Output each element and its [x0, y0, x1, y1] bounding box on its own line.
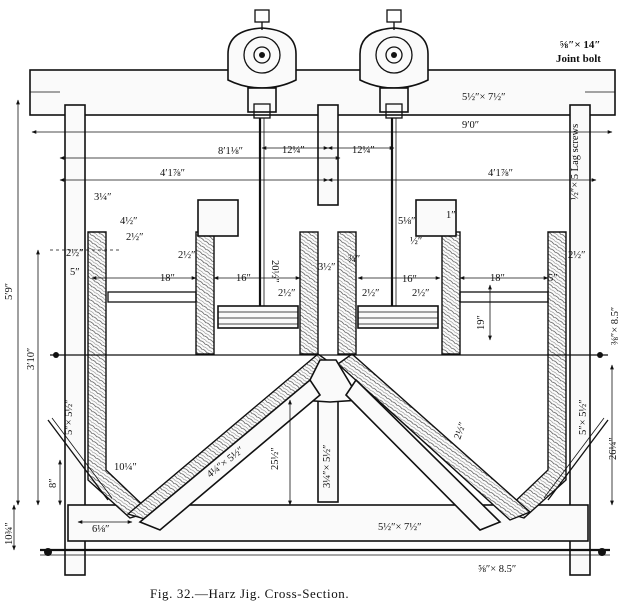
posts [64, 104, 591, 576]
thick-right-a: 2½″ [362, 288, 380, 299]
lag-screws: ½″× 5 Lag screws [570, 124, 581, 200]
overall-width: 9′0″ [462, 120, 479, 131]
right-5: 5″ [548, 273, 558, 284]
height-overall: 5′9″ [4, 283, 15, 300]
joint-bolt-size: ⅝″× 14″ [560, 39, 600, 51]
dim-2-right: 2½″ [452, 421, 468, 441]
dimension-lines [12, 99, 614, 551]
plunger-rod-left: 20½″ [269, 260, 280, 283]
jig-tanks [87, 231, 567, 531]
top-beam-size: 5½″× 7½″ [462, 92, 506, 103]
plunger-rod-right: 16″ [402, 274, 417, 285]
small-2: 2½″ [126, 232, 144, 243]
bottom-beam-size: 5½″× 7½″ [378, 522, 422, 533]
plunger-rods [258, 118, 397, 318]
post-left-size: 5″× 5½″ [64, 399, 75, 435]
post-right-size: 5″× 5½″ [578, 399, 589, 435]
dim-10b: 10¼″ [114, 462, 137, 473]
eccentric-left [227, 9, 297, 119]
dim-26: 26¼″ [608, 437, 619, 460]
right-5-1: 5⅛″ [398, 216, 416, 227]
hutch-left: 16″ [236, 273, 251, 284]
small-4: 4½″ [120, 216, 138, 227]
dim-8: 8″ [48, 478, 59, 488]
bolt-right: ⅜″× 8.5″ [610, 307, 621, 345]
post-3-1: 3¼″ [94, 192, 112, 203]
dim-12-left: 12¼″ [282, 145, 305, 156]
right-2: 2½″ [568, 250, 586, 261]
sieve-left: 18″ [160, 273, 175, 284]
thick-left: 2½″ [278, 288, 296, 299]
sieve-right: 18″ [490, 273, 505, 284]
dim-4-1-left: 4′1⅞″ [160, 168, 185, 179]
bottom-bolt-size: ⅝″× 8.5″ [478, 564, 516, 575]
sieves [107, 199, 549, 329]
brace-center-size: 3¼″× 5½″ [322, 444, 333, 488]
right-1: 1″ [446, 210, 456, 221]
dimension-labels: ⅝″× 14″ Joint bolt 5½″× 7½″ 9′0″ 12¼″ 12… [4, 39, 621, 575]
joint-bolt-label: Joint bolt [556, 53, 601, 65]
tie-rod [50, 352, 608, 358]
dim-4-1-right: 4′1⅞″ [488, 168, 513, 179]
thick-right-b: 2½″ [412, 288, 430, 299]
plank-left-b: 2½″ [178, 250, 196, 261]
center-gap: 3½″ [318, 262, 336, 273]
gap-left: 5″ [70, 267, 80, 278]
dim-12-right: 12¼″ [352, 145, 375, 156]
right-19: 19″ [476, 315, 487, 330]
eccentric-right [359, 9, 429, 119]
plank-left-a: 2½″ [66, 248, 84, 259]
right-half: ½″ [410, 236, 422, 247]
dim-6: 6⅛″ [92, 524, 110, 535]
spouts [47, 417, 609, 501]
dim-10: 10¾″ [4, 522, 15, 545]
figure-caption: Fig. 32.—Harz Jig. Cross-Section. [150, 586, 349, 601]
dim-8-1: 8′1⅛″ [218, 146, 243, 157]
center-3-4: ¾″ [348, 254, 360, 265]
dim-25: 25½″ [270, 447, 281, 470]
height-310: 3′10″ [26, 348, 37, 370]
